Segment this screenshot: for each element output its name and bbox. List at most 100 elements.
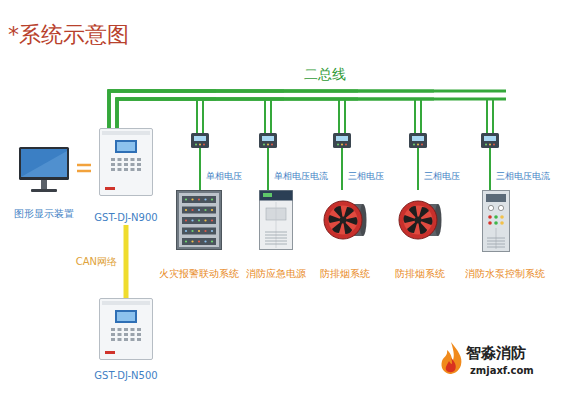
drawing-part (185, 198, 187, 200)
drawing-part (260, 191, 293, 201)
drawing-part (102, 131, 150, 135)
drawing-part (182, 228, 216, 235)
drawing-part (118, 158, 122, 161)
connector-line (109, 91, 216, 128)
drawing-part (111, 158, 115, 161)
free-label: 智淼消防 (466, 344, 526, 362)
drawing-part (340, 217, 347, 224)
drawing-part (494, 221, 498, 225)
edge-label: 三相电压 (347, 171, 385, 182)
connector (109, 91, 506, 190)
drawing-part (105, 187, 115, 190)
drawing-part (191, 198, 193, 200)
drawing-part (399, 201, 437, 239)
connector-line (492, 99, 494, 133)
drawing-part (211, 230, 213, 232)
drawing-part (198, 240, 200, 242)
drawing-part (211, 240, 213, 242)
drawing-part (131, 158, 135, 161)
connector-line (124, 225, 129, 298)
node-label: GST-DJ-N500 (94, 369, 157, 383)
edge-label: 三相电压电流 (495, 171, 551, 182)
drawing-part (131, 338, 135, 341)
drawing-part (204, 219, 206, 221)
node-label: GST-DJ-N900 (94, 211, 157, 225)
drawing-part (417, 144, 419, 146)
drawing-part (211, 209, 213, 211)
edge-label: 三相电压 (423, 171, 461, 182)
logo-flame (441, 342, 461, 374)
power-picture (259, 190, 293, 250)
node-label: 防排烟系统 (320, 267, 370, 281)
drawing-part (341, 144, 343, 146)
drawing-part (137, 333, 141, 336)
connector (109, 91, 434, 190)
connector-line (338, 99, 340, 133)
connector (77, 165, 91, 171)
drawing-part (204, 230, 206, 232)
connector-line (414, 99, 416, 133)
fan-picture (398, 190, 442, 250)
drawing-part (118, 163, 122, 166)
drawing-part (267, 144, 269, 146)
drawing-part (211, 219, 213, 221)
node-alarm: 火灾报警联动系统 (156, 190, 242, 281)
node-label: 消防应急电源 (246, 267, 306, 281)
connector-line (117, 99, 216, 128)
drawing-part (198, 209, 200, 211)
drawing-part (198, 230, 200, 232)
drawing-part (415, 217, 422, 224)
drawing-part (259, 133, 277, 148)
node-label: 消防水泵控制系统 (465, 267, 545, 281)
drawing-part (111, 333, 115, 336)
label-row: 火灾报警联动系统 (156, 262, 242, 281)
connector-line (486, 99, 488, 133)
edge-label: CAN网络 (75, 256, 118, 268)
drawing-part (265, 232, 287, 233)
drawing-part (412, 136, 424, 141)
node-panel: GST-DJ-N900 (91, 128, 161, 225)
drawing-part (191, 209, 193, 211)
drawing-part (262, 136, 274, 141)
label-row: GST-DJ-N500 (91, 364, 161, 383)
drawing-part (118, 328, 122, 331)
diagram-title: *系统示意图 (8, 22, 129, 48)
drawing-part (204, 209, 206, 211)
edge-label: 单相电压电流 (273, 171, 329, 182)
drawing-part (485, 144, 487, 146)
drawing-part (185, 209, 187, 211)
drawing-part (182, 238, 216, 245)
drawing-part (483, 191, 510, 252)
drawing-part (124, 163, 128, 166)
drawing-part (111, 338, 115, 341)
drawing-part (111, 328, 115, 331)
connector (126, 225, 127, 298)
drawing-part (182, 217, 216, 224)
drawing-part (179, 193, 219, 247)
drawing-part (198, 198, 200, 200)
drawing-part (486, 194, 506, 202)
drawing-part (137, 338, 141, 341)
label-row: 防排烟系统 (314, 262, 376, 281)
drawing-part (265, 241, 287, 242)
drawing-part (100, 129, 153, 196)
drawing-part (332, 204, 349, 220)
connector-line (109, 91, 506, 128)
drawing-part (105, 351, 115, 354)
drawing-part (421, 144, 423, 146)
drawing-part (489, 144, 491, 146)
monitor-module (481, 133, 499, 148)
drawing-part (488, 205, 493, 210)
drawing-part (265, 244, 287, 245)
label-row: 消防应急电源 (243, 262, 309, 281)
drawing-part (131, 168, 135, 171)
drawing-part (204, 240, 206, 242)
monitor-module (333, 133, 351, 148)
drawing-part (131, 163, 135, 166)
drawing-part (118, 168, 122, 171)
drawing-part (124, 338, 128, 341)
drawing-part (31, 189, 57, 192)
drawing-part (185, 240, 187, 242)
drawing-part (271, 144, 273, 146)
drawing-part (413, 144, 415, 146)
